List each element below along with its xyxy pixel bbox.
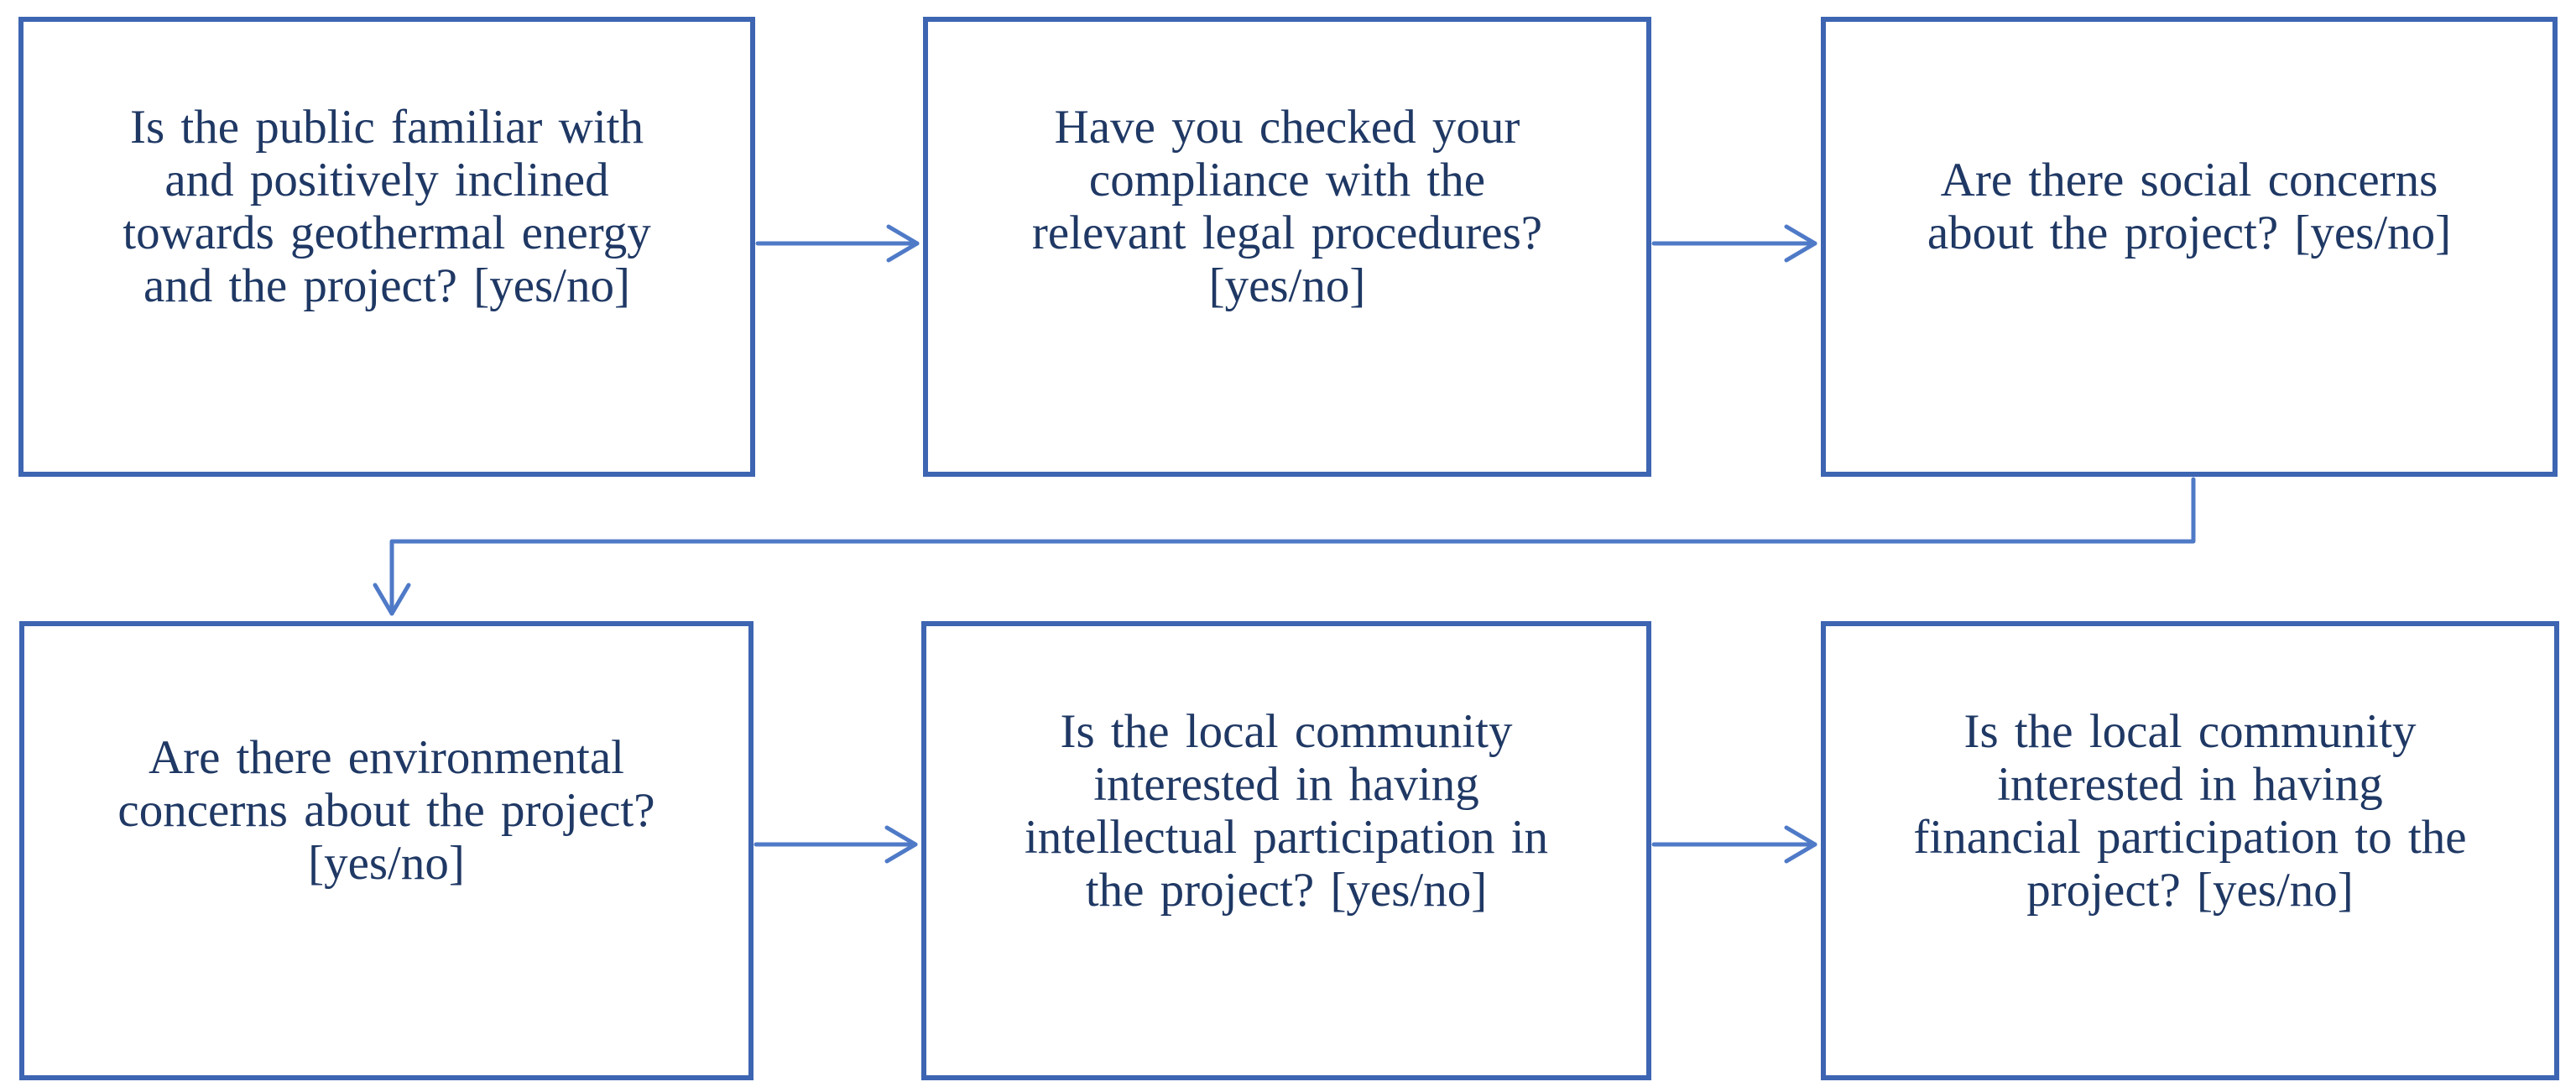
- box-text-line: Are there environmental: [148, 731, 625, 784]
- box-text-line: project? [yes/no]: [2026, 863, 2354, 917]
- box-text-line: about the project? [yes/no]: [1927, 206, 2452, 259]
- box-text-line: relevant legal procedures?: [1031, 206, 1543, 259]
- box-text-line: [yes/no]: [1208, 259, 1366, 312]
- box-text: Is the local community interested in hav…: [1025, 705, 1548, 917]
- box-text-line: Is the local community: [1060, 704, 1513, 758]
- connector-social-concerns-to-environmental-concerns: [389, 477, 2196, 616]
- box-text-line: [yes/no]: [308, 837, 465, 890]
- box-text: Is the local community interested in hav…: [1913, 705, 2466, 917]
- box-text: Have you checked your compliance with th…: [1032, 101, 1542, 312]
- box-text-line: intellectual participation in: [1024, 810, 1549, 864]
- box-text-line: the project? [yes/no]: [1085, 863, 1488, 917]
- flow-box-environmental-concerns: Are there environmental concerns about t…: [19, 621, 754, 1080]
- arrowhead-right-icon: [886, 224, 920, 263]
- box-text-line: towards geothermal energy: [123, 206, 651, 259]
- box-text-line: interested in having: [1093, 757, 1479, 811]
- arrowhead-right-icon: [1784, 825, 1817, 864]
- box-text-line: concerns about the project?: [117, 784, 655, 837]
- box-text-line: financial participation to the: [1913, 810, 2467, 864]
- box-text: Is the public familiar with and positive…: [123, 101, 650, 312]
- flow-box-public-familiarity: Is the public familiar with and positive…: [18, 17, 755, 477]
- box-text-line: compliance with the: [1088, 154, 1486, 206]
- box-text-line: interested in having: [1997, 757, 2383, 811]
- arrowhead-right-icon: [1784, 224, 1817, 263]
- arrowhead-down-icon: [373, 583, 411, 616]
- arrowhead-right-icon: [884, 825, 918, 864]
- box-text-line: Have you checked your: [1054, 101, 1520, 154]
- flow-box-social-concerns: Are there social concerns about the proj…: [1821, 17, 2558, 477]
- box-text-line: and the project? [yes/no]: [143, 259, 631, 312]
- box-text-line: and positively inclined: [164, 154, 609, 206]
- flow-box-legal-compliance: Have you checked your compliance with th…: [923, 17, 1651, 477]
- box-text: Are there environmental concerns about t…: [117, 731, 654, 890]
- box-text: Are there social concerns about the proj…: [1927, 154, 2451, 259]
- flow-box-financial-participation: Is the local community interested in hav…: [1821, 621, 2559, 1080]
- box-text-line: Is the local community: [1963, 704, 2417, 758]
- box-text-line: Are there social concerns: [1940, 154, 2438, 206]
- flow-box-intellectual-participation: Is the local community interested in hav…: [921, 621, 1651, 1080]
- box-text-line: Is the public familiar with: [129, 101, 644, 154]
